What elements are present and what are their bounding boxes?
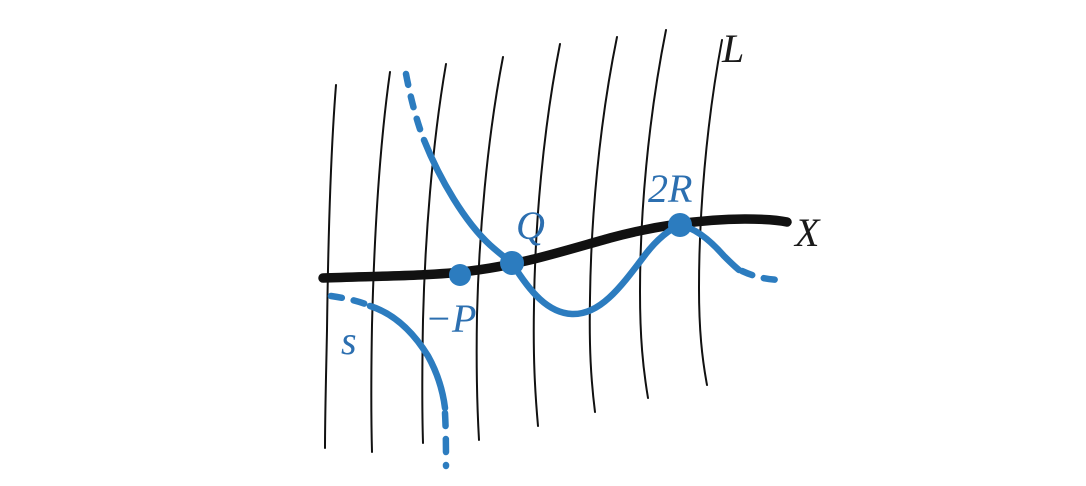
label-base-curve-X: X bbox=[793, 210, 821, 255]
point-dot-2r[interactable] bbox=[668, 213, 692, 237]
point-dot-minus-p[interactable] bbox=[449, 264, 471, 286]
label-section-s: s bbox=[341, 318, 357, 363]
section-branch-right bbox=[676, 221, 743, 274]
fiber-line-8 bbox=[697, 39, 723, 386]
section-dashed-top-left bbox=[402, 70, 426, 139]
section-dashed-right bbox=[738, 267, 788, 284]
label-point-minus-P: −P bbox=[425, 296, 476, 341]
section-branch-lower-left bbox=[366, 302, 449, 412]
fiber-line-3 bbox=[421, 63, 447, 444]
fiber-line-4 bbox=[475, 56, 504, 441]
label-point-Q: Q bbox=[516, 203, 545, 248]
point-dot-q[interactable] bbox=[500, 251, 524, 275]
section-dashed-bottom bbox=[441, 409, 450, 470]
fiber-line-5 bbox=[532, 43, 561, 427]
fiber-line-1 bbox=[324, 84, 337, 449]
label-total-space-L: L bbox=[721, 26, 744, 71]
marked-points-group bbox=[449, 213, 692, 286]
section-dashed-lower-left bbox=[327, 292, 372, 309]
fiber-line-6 bbox=[588, 36, 618, 413]
base-curve-x bbox=[318, 214, 792, 283]
section-branch-central bbox=[508, 221, 684, 318]
label-point-2R: 2R bbox=[648, 166, 692, 211]
